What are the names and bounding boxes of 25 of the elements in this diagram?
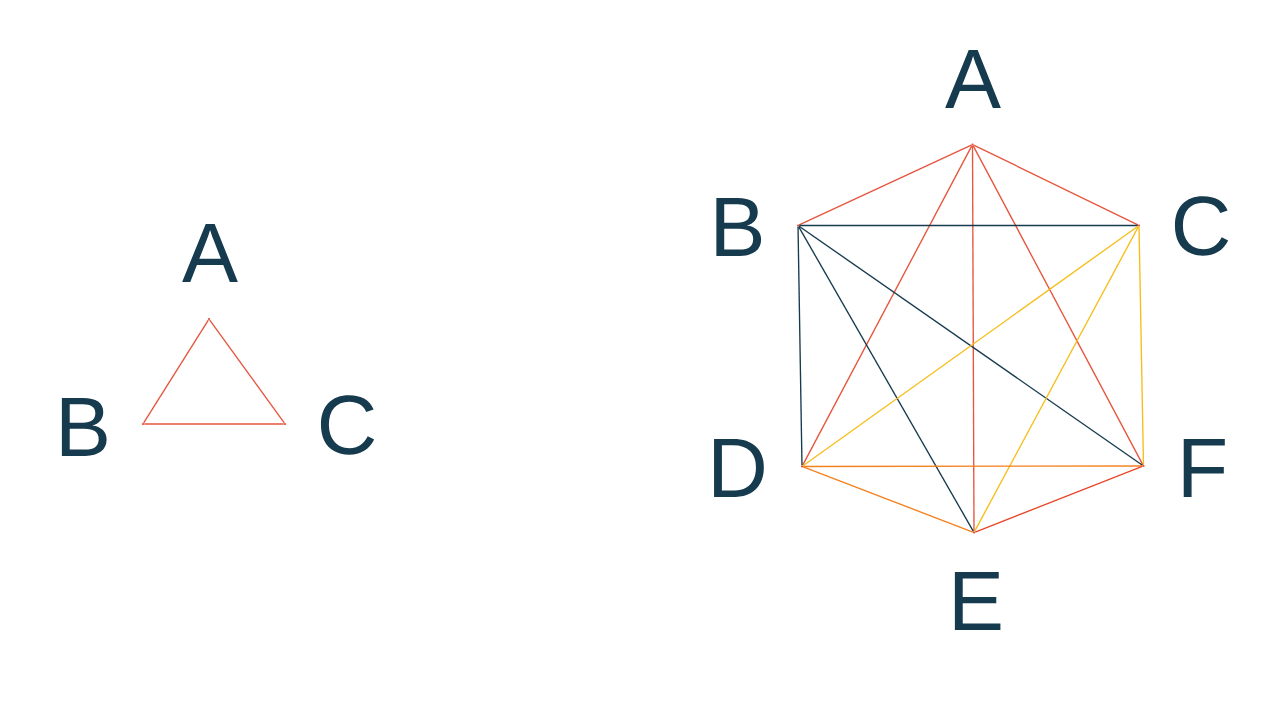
graph-edge <box>801 144 973 466</box>
vertex-label: A <box>945 50 1001 108</box>
graph-edge <box>798 224 1139 227</box>
graph-edge <box>972 144 1144 466</box>
vertex-label: F <box>1183 439 1225 497</box>
vertex-label: C <box>320 395 375 455</box>
graph-edge <box>798 144 972 226</box>
graph-edge <box>802 466 974 533</box>
graph-edge <box>973 144 1139 226</box>
vertex-label: A <box>182 224 238 282</box>
vertex-label: C <box>1174 196 1229 256</box>
vertex-label: D <box>714 439 764 497</box>
graph-edge <box>1138 226 1145 466</box>
graph-edge <box>143 319 209 424</box>
graph-edge <box>797 226 803 466</box>
graph-edge <box>973 225 1140 532</box>
vertex-label: B <box>61 398 107 456</box>
graph-edge <box>143 423 285 425</box>
graph-edge <box>797 225 975 533</box>
vertex-label: E <box>954 572 1001 630</box>
vertex-label: B <box>716 198 762 256</box>
graph-edge <box>971 145 975 532</box>
graph-edge <box>209 319 285 424</box>
graph-edge <box>974 465 1143 533</box>
graph-edge <box>802 465 1143 468</box>
